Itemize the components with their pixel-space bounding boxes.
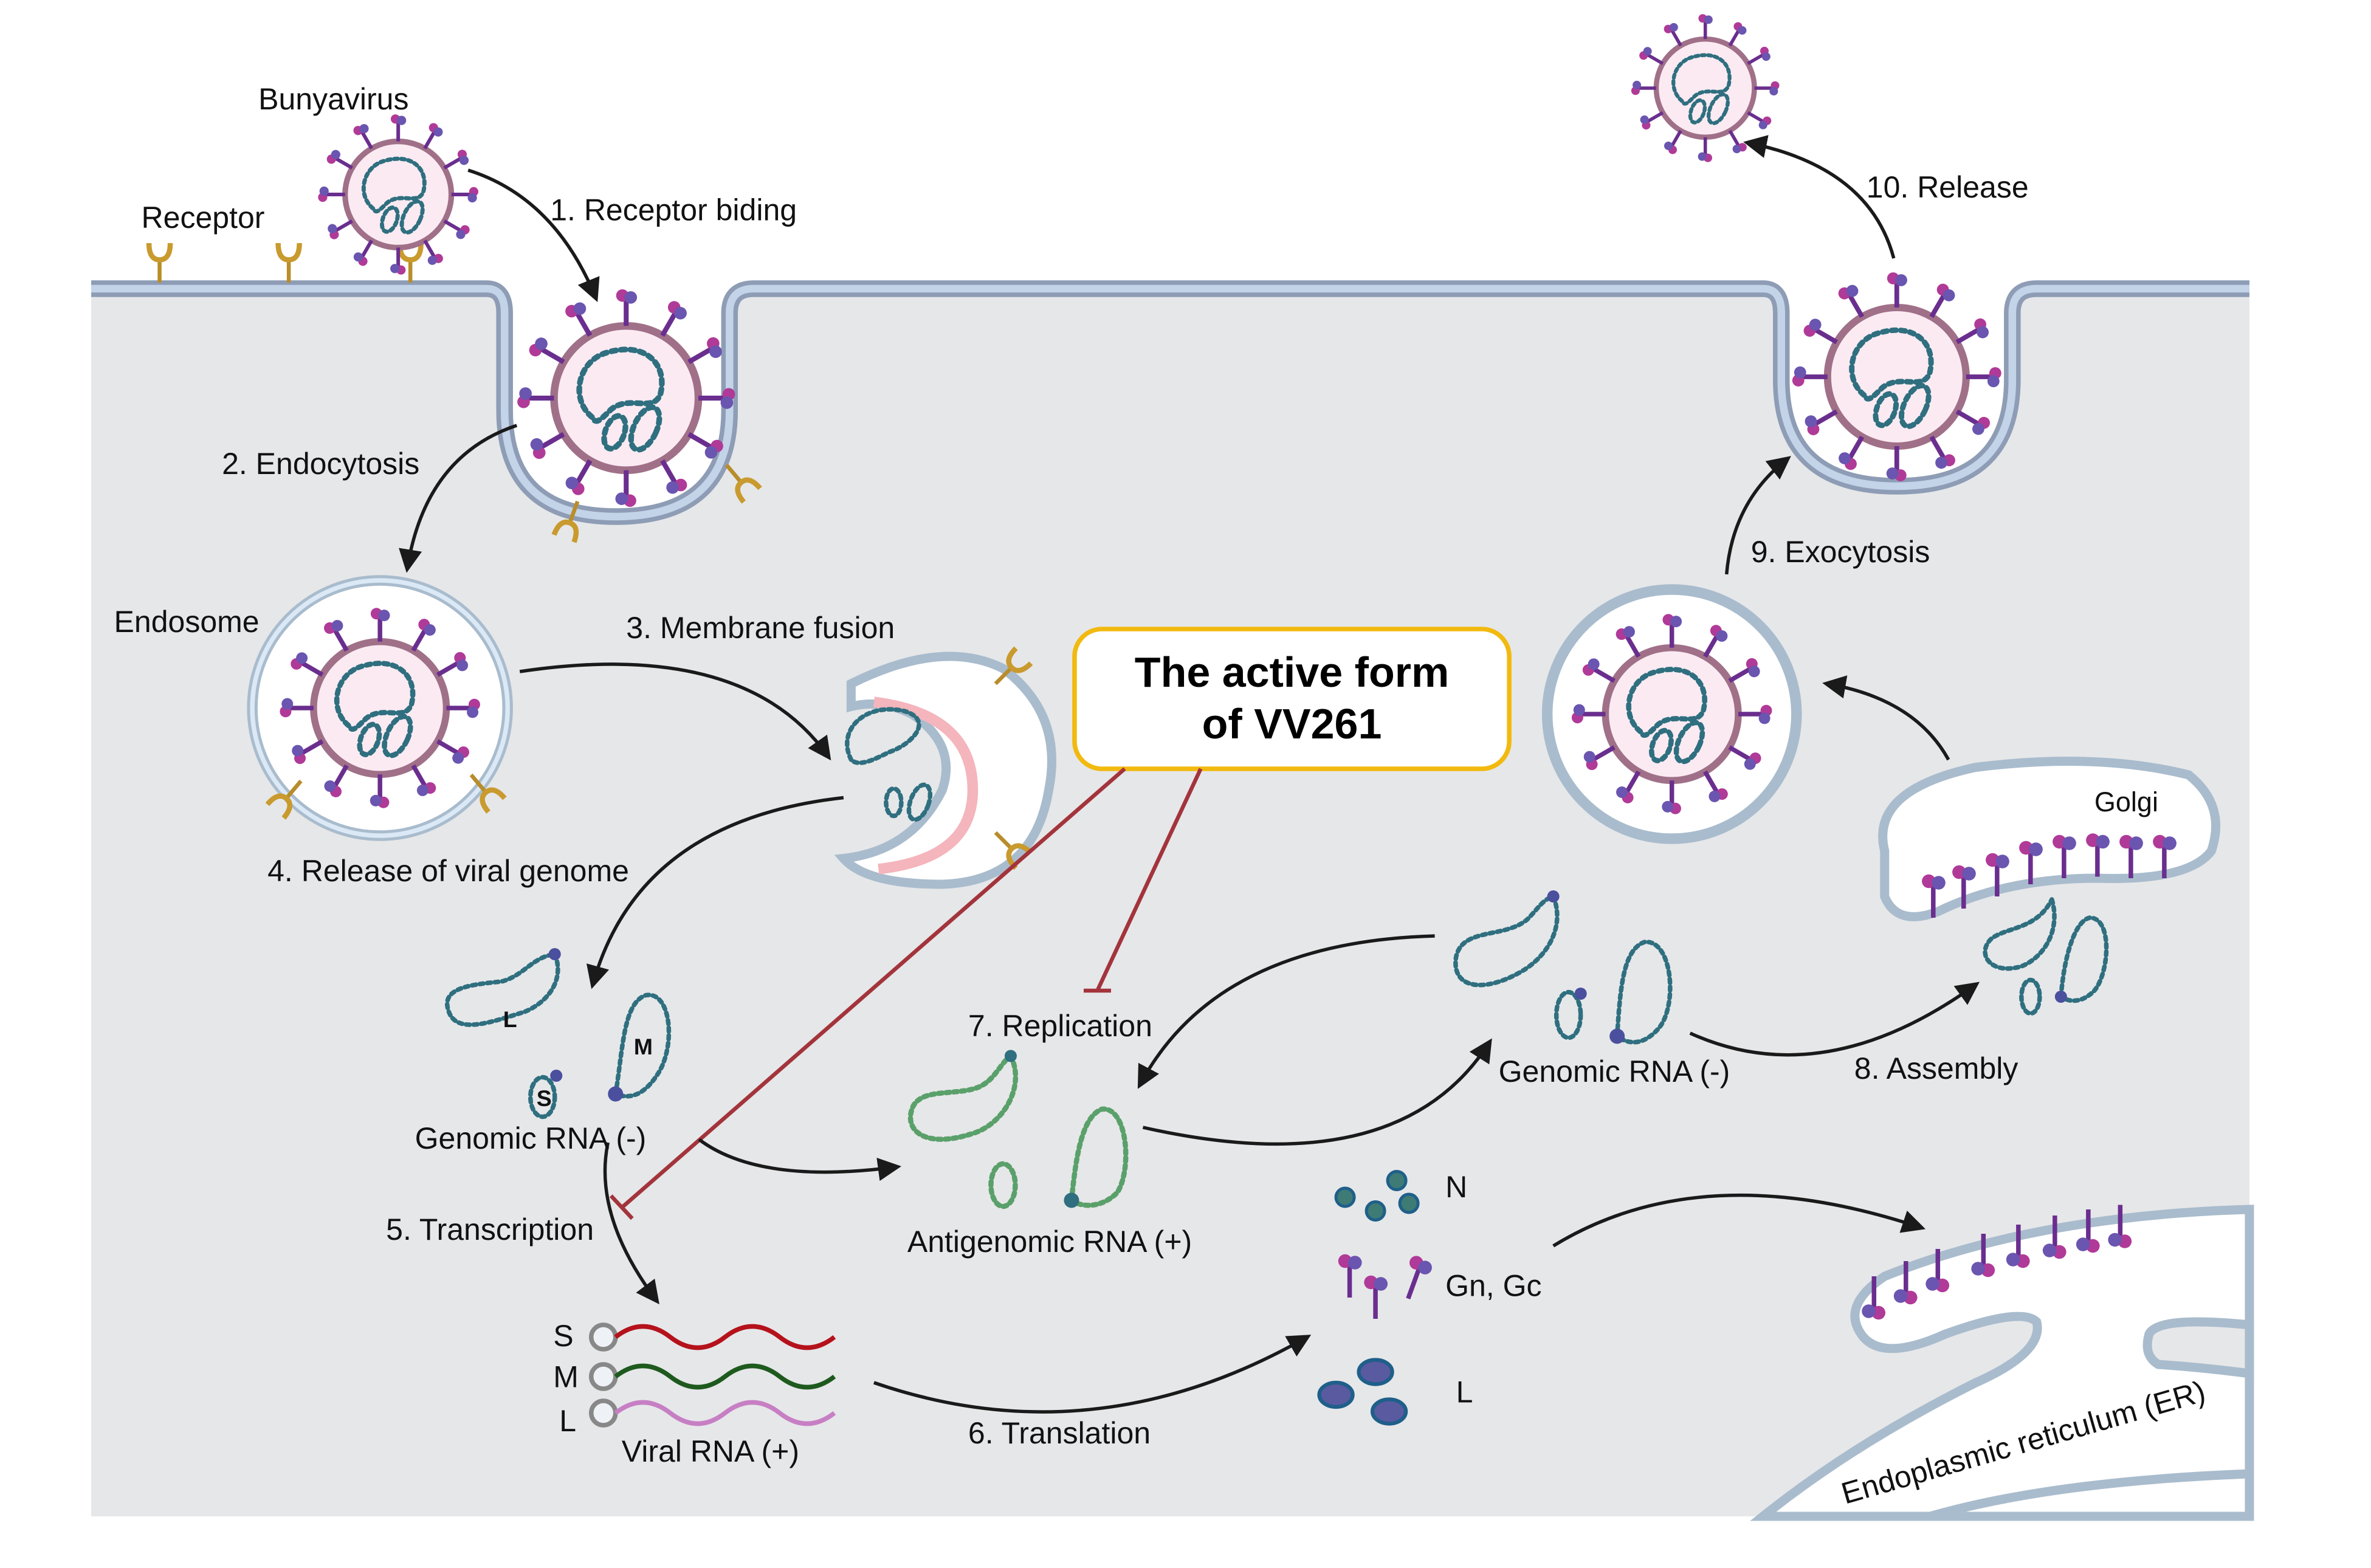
viral-rna-label: Viral RNA (+): [622, 1434, 799, 1468]
bunyavirus-virion-icon: [318, 114, 478, 275]
drug-box-line1: The active form: [1135, 648, 1449, 696]
endoplasmic-reticulum: Endoplasmic reticulum (ER): [1750, 1205, 2254, 1521]
receptor-icon: [149, 243, 170, 283]
n-protein-icon: [1334, 1170, 1420, 1222]
antigenomic-rna: [907, 1050, 1129, 1209]
arrow-to-genomic-right: [1142, 1038, 1492, 1146]
arrow-endocytosis: [399, 424, 518, 573]
plasma-membrane-inner: [91, 284, 2249, 521]
step2-label: 2. Endocytosis: [222, 447, 419, 481]
arrow-release: [1743, 135, 1896, 259]
inhibition-replication: [1083, 768, 1203, 993]
golgi: Golgi: [1878, 757, 2221, 1016]
bunyavirus-label: Bunyavirus: [258, 82, 408, 116]
step8-label: 8. Assembly: [1854, 1051, 2018, 1085]
step3-label: 3. Membrane fusion: [626, 611, 895, 645]
genomic-rna-right-label: Genomic RNA (-): [1499, 1054, 1730, 1088]
genomic-rna-left: L M S: [445, 948, 672, 1119]
arrow-transcription: [603, 1142, 659, 1305]
inhibition-transcription: [609, 767, 1126, 1220]
golgi-label: Golgi: [2094, 786, 2158, 817]
endosome-label: Endosome: [114, 605, 260, 639]
receptor-label: Receptor: [142, 201, 265, 235]
mrna-M-label: M: [553, 1360, 579, 1394]
drug-box: The active form of VV261: [1072, 627, 1512, 771]
receptor-icon: [278, 243, 300, 283]
arrow-receptor-binding: [467, 168, 600, 303]
transport-vesicle: [1541, 584, 1802, 844]
antigenomic-rna-label: Antigenomic RNA (+): [907, 1225, 1192, 1259]
arrow-translation: [873, 1335, 1312, 1414]
genomic-rna-left-label: Genomic RNA (-): [415, 1121, 647, 1155]
receptors: [149, 243, 421, 283]
viral-mrna: S M L: [553, 1319, 836, 1438]
arrow-to-antigenomic: [698, 1138, 902, 1181]
protein-N-label: N: [1445, 1170, 1467, 1204]
fusing-endosome: [834, 648, 1056, 889]
segment-M-label: M: [634, 1034, 653, 1059]
released-virion-icon: [1631, 14, 1780, 162]
segment-S-label: S: [537, 1085, 552, 1111]
step9-label: 9. Exocytosis: [1751, 535, 1930, 569]
arrow-exocytosis: [1724, 456, 1791, 575]
protein-GnGc-label: Gn, Gc: [1445, 1269, 1541, 1303]
step7-label: 7. Replication: [968, 1009, 1152, 1043]
genomic-rna-right: [1453, 890, 1673, 1045]
drug-box-line2: of VV261: [1202, 700, 1382, 748]
arrow-membrane-fusion: [519, 662, 831, 761]
arrow-genome-release: [586, 796, 844, 989]
step4-label: 4. Release of viral genome: [267, 854, 629, 888]
mrna-S-label: S: [553, 1319, 573, 1353]
step6-label: 6. Translation: [968, 1416, 1151, 1450]
mrna-L-label: L: [559, 1404, 576, 1438]
protein-L-label: L: [1456, 1375, 1473, 1409]
l-protein-icon: [1317, 1358, 1408, 1426]
endosome: [247, 575, 513, 841]
arrow-replication: [1137, 934, 1435, 1089]
arrow-assembly: [1689, 982, 1980, 1057]
step1-label: 1. Receptor biding: [550, 193, 797, 227]
arrow-golgi-to-vesicle: [1822, 675, 1950, 761]
arrow-to-er: [1552, 1193, 1926, 1248]
segment-L-label: L: [503, 1006, 517, 1032]
step5-label: 5. Transcription: [386, 1212, 594, 1246]
step10-label: 10. Release: [1867, 170, 2029, 204]
